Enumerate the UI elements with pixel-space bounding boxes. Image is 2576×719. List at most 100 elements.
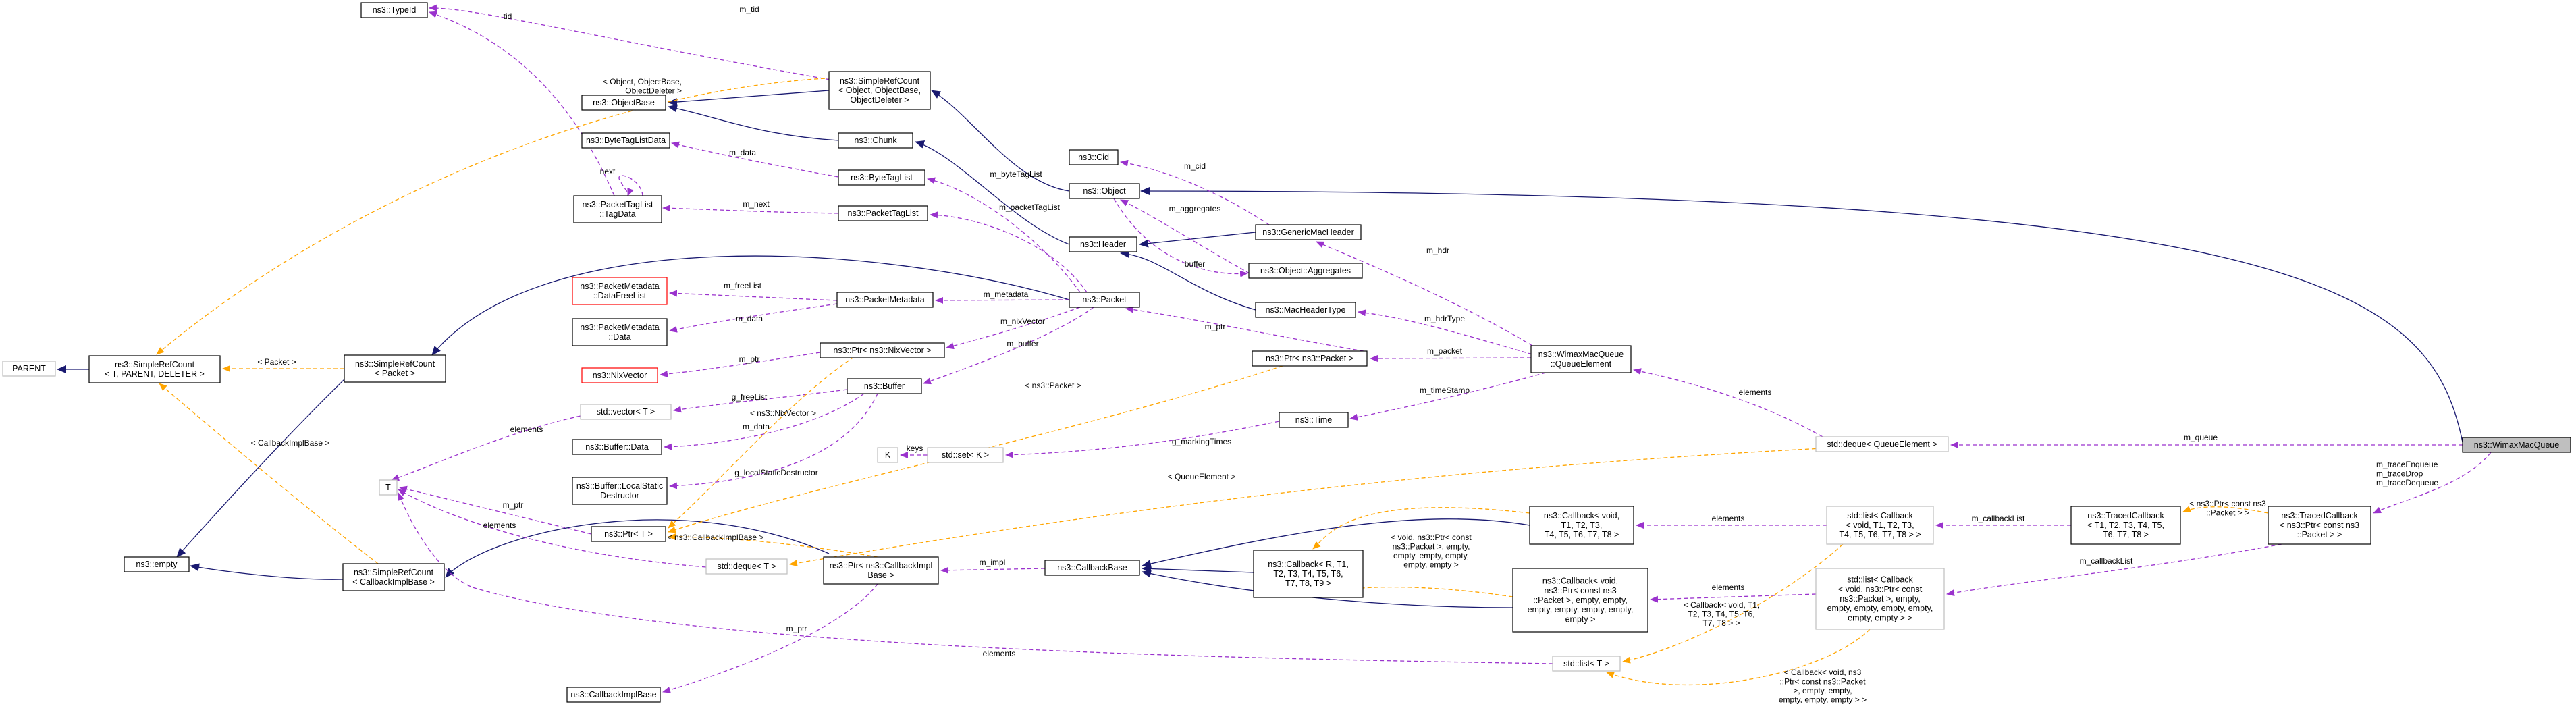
node-bytetaglist[interactable]: ns3::ByteTagList [838,169,925,186]
node-label: T6, T7, T8 > [2103,530,2149,539]
edge-use-36 [673,389,848,413]
node-nixvector[interactable]: ns3::NixVector [581,367,658,383]
node-box [1530,345,1632,373]
node-std-list-cbvoid[interactable]: std::list< Callback< void, T1, T2, T3,T4… [1826,506,1934,545]
node-empty[interactable]: ns3::empty [124,556,190,572]
node-label: < CallbackImplBase > [352,577,435,587]
edge-use-29 [946,307,1081,350]
node-box [88,355,221,383]
node-ptr-nixvector[interactable]: ns3::Ptr< ns3::NixVector > [820,342,945,358]
node-label: ns3::Ptr< T > [604,529,653,539]
edge-inh-0 [668,90,830,107]
node-packet[interactable]: ns3::Packet [1069,292,1140,308]
node-packetmetadata[interactable]: ns3::PacketMetadata [836,292,934,308]
node-time[interactable]: ns3::Time [1279,412,1349,428]
node-label: std::deque< QueueElement > [1827,440,1937,449]
node-label: ns3::PacketMetadata [845,295,924,304]
node-pm-data[interactable]: ns3::PacketMetadata::Data [572,318,668,346]
node-std-list-cbpacket[interactable]: std::list< Callback< void, ns3::Ptr< con… [1815,568,1945,630]
node-label: ns3::Header [1080,240,1126,249]
node-label: ns3::CallbackImplBase [570,690,656,699]
node-label: T [385,483,391,492]
node-label: ns3::PacketMetadata [580,282,659,291]
edge-label: < ns3::NixVector > [750,408,816,418]
node-ptr-cbimpl[interactable]: ns3::Ptr< ns3::CallbackImplBase > [823,556,939,585]
node-cid[interactable]: ns3::Cid [1069,149,1119,165]
node-srcount-tpd[interactable]: ns3::SimpleRefCount< T, PARENT, DELETER … [88,355,221,383]
node-ptr-packet[interactable]: ns3::Ptr< ns3::Packet > [1252,350,1368,367]
edge-label: m_ptr [786,624,807,633]
node-callbackbase[interactable]: ns3::CallbackBase [1044,560,1140,576]
node-traced-t[interactable]: ns3::TracedCallback< T1, T2, T3, T4, T5,… [2070,506,2181,545]
edge-label: m_traceDrop [2376,469,2423,479]
node-std-set[interactable]: std::set< K > [927,447,1004,463]
node-wimaxmacqueue-qe[interactable]: ns3::WimaxMacQueue::QueueElement [1530,345,1632,373]
node-callback-r[interactable]: ns3::Callback< R, T1,T2, T3, T4, T5, T6,… [1253,550,1364,598]
edge-label: m_data [729,148,756,157]
edge-use-23 [1120,199,1256,277]
edge-label: m_traceDequeue [2376,478,2438,487]
node-buffer[interactable]: ns3::Buffer [847,378,922,394]
node-chunk[interactable]: ns3::Chunk [838,132,913,149]
node-std-deque-t[interactable]: std::deque< T > [705,558,788,575]
node-object-aggregates[interactable]: ns3::Object::Aggregates [1248,263,1363,279]
node-label: ns3::ByteTagListData [586,136,666,145]
node-label: ns3::SimpleRefCount [840,76,920,86]
node-srcount-obj[interactable]: ns3::SimpleRefCount< Object, ObjectBase,… [828,71,931,110]
node-pm-datafreelist[interactable]: ns3::PacketMetadata::DataFreeList [572,277,668,305]
node-genericmacheader[interactable]: ns3::GenericMacHeader [1255,224,1362,240]
node-label: T4, T5, T6, T7, T8 > > [1839,530,1921,539]
node-box [572,477,668,505]
node-callback-packet[interactable]: ns3::Callback< void,ns3::Ptr< const ns3:… [1512,568,1648,633]
node-wimaxmacqueue[interactable]: ns3::WimaxMacQueue [2462,437,2571,453]
node-cbimplbase[interactable]: ns3::CallbackImplBase [566,687,661,703]
node-packettaglist[interactable]: ns3::PacketTagList [838,205,928,221]
node-std-deque-qe[interactable]: std::deque< QueueElement > [1815,436,1949,452]
edge-tpl-65 [1606,629,1871,686]
edge-line [930,211,1088,293]
edge-line [159,383,379,564]
node-t[interactable]: T [379,479,398,496]
node-box [1826,506,1934,545]
node-header[interactable]: ns3::Header [1069,236,1137,252]
node-traced-packet[interactable]: ns3::TracedCallback< ns3::Ptr< const ns3… [2268,506,2371,545]
edge-tpl-59 [159,383,379,564]
node-label: ns3::Time [1295,415,1332,425]
node-std-vector[interactable]: std::vector< T > [580,404,672,420]
node-label: ns3::empty [136,560,178,569]
edge-line [429,4,831,80]
edge-label: buffer [1185,259,1205,269]
edge-inh-10 [190,563,344,580]
node-packettaglist-tagdata[interactable]: ns3::PacketTagList::TagData [573,195,662,223]
node-buffer-data[interactable]: ns3::Buffer::Data [572,439,662,455]
edge-inh-9 [176,379,345,558]
edge-line [156,77,839,355]
node-parent[interactable]: PARENT [2,361,56,377]
edge-line [1120,199,1256,277]
node-label: ns3::Ptr< ns3::CallbackImpl [830,561,933,570]
edge-line [1120,250,1256,311]
node-label: ns3::SimpleRefCount [115,360,195,369]
node-srcount-packet[interactable]: ns3::SimpleRefCount< Packet > [344,354,446,383]
edge-use-22 [1120,159,1270,225]
edge-label: < QueueElement > [1168,472,1236,481]
node-box [379,479,398,496]
node-callback-void[interactable]: ns3::Callback< void,T1, T2, T3,T4, T5, T… [1529,506,1634,545]
edge-line [662,205,839,214]
node-label: empty > [1565,614,1596,624]
node-box [581,132,670,149]
node-ptr-t[interactable]: ns3::Ptr< T > [591,526,666,542]
node-label: ns3::TracedCallback [2281,511,2358,521]
node-bytetaglistdata[interactable]: ns3::ByteTagListData [581,132,670,149]
node-typeid[interactable]: ns3::TypeId [360,2,428,18]
node-macheadertype[interactable]: ns3::MacHeaderType [1255,302,1356,318]
node-srcount-cbimpl[interactable]: ns3::SimpleRefCount< CallbackImplBase > [342,563,445,591]
node-box [1253,550,1364,598]
edge-label: m_cid [1184,161,1206,171]
node-std-list-t[interactable]: std::list< T > [1552,656,1621,672]
node-k[interactable]: K [877,447,898,463]
node-label: ns3::Packet >, empty, [1840,594,1921,604]
node-object[interactable]: ns3::Object [1069,183,1140,199]
node-objectbase[interactable]: ns3::ObjectBase [581,95,666,111]
